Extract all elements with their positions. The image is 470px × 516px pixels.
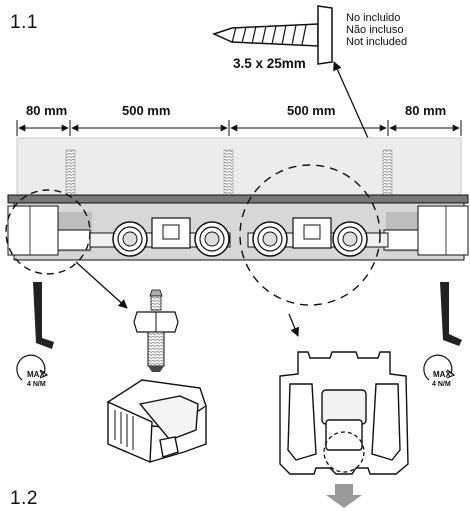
- step-label-1-2: 1.2: [10, 488, 38, 509]
- end-stopper-right: [383, 205, 469, 256]
- screw-note-es: No incluido: [346, 12, 401, 24]
- detail-callout-left: [5, 189, 91, 275]
- dimension-label-left-80: 80 mm: [26, 103, 68, 118]
- dimension-label-right-80: 80 mm: [405, 103, 447, 118]
- adjustment-bolt-icon: [133, 289, 179, 372]
- allen-key-left-icon: [33, 282, 54, 349]
- screw-icon: [211, 5, 333, 65]
- screw-note-pt: Não incluso: [346, 24, 404, 36]
- dimension-label-500-a: 500 mm: [122, 103, 171, 118]
- dimension-line: [16, 120, 462, 136]
- torque-value-right: 4 N/M: [432, 381, 451, 388]
- allen-key-right-icon: [440, 282, 462, 346]
- screw-note-en: Not included: [346, 36, 408, 48]
- cross-section-callout: [323, 431, 365, 473]
- torque-max-right: MAX: [433, 370, 451, 379]
- roller-trolley-2: [247, 217, 389, 257]
- end-stopper-detail-icon: [107, 379, 207, 464]
- dimension-label-500-b: 500 mm: [287, 103, 336, 118]
- torque-rotate-right-icon: [423, 354, 456, 381]
- detail-arrow-left: [75, 261, 128, 309]
- glass-panel: [16, 137, 462, 197]
- down-arrow-icon: [326, 484, 362, 508]
- trolley-cross-section-icon: [279, 351, 409, 475]
- step-label-1-1: 1.1: [10, 12, 38, 33]
- roller-trolley-1: [89, 217, 231, 257]
- screw-size-label: 3.5 x 25mm: [233, 56, 306, 71]
- torque-value-left: 4 N/M: [27, 381, 46, 388]
- end-stopper-left: [7, 205, 91, 256]
- torque-rotate-left-icon: [16, 354, 49, 381]
- torque-max-left: MAX: [27, 370, 45, 379]
- detail-callout-center: [239, 164, 381, 306]
- detail-arrow-center: [288, 313, 300, 337]
